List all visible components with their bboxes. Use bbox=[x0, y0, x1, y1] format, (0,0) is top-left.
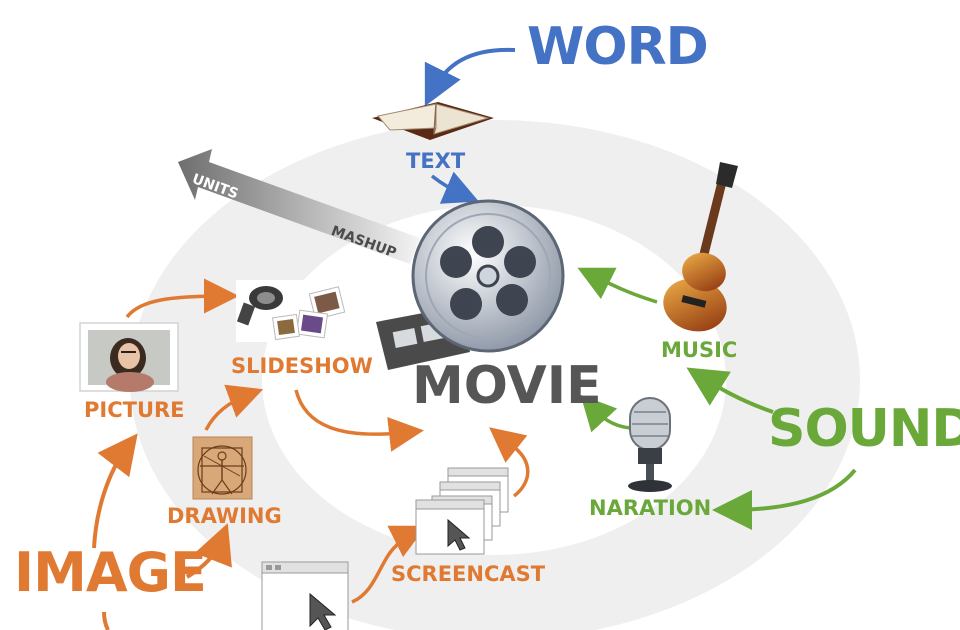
microphone-icon bbox=[628, 398, 672, 492]
screencast-node-label: SCREENCAST bbox=[391, 564, 545, 585]
picture-node-label: PICTURE bbox=[84, 400, 185, 421]
slideshow-photos-icon bbox=[236, 280, 345, 342]
drawing-node-label: DRAWING bbox=[167, 506, 282, 527]
portrait-photo-icon bbox=[80, 323, 178, 392]
music-node-label: MUSIC bbox=[661, 340, 737, 361]
sound-source-label: SOUND bbox=[768, 403, 960, 455]
word-source-label: WORD bbox=[527, 21, 708, 73]
film-reel-icon bbox=[376, 201, 563, 370]
slideshow-node-label: SLIDESHOW bbox=[231, 356, 373, 377]
image-source-label: IMAGE bbox=[14, 546, 206, 600]
text-node-label: TEXT bbox=[406, 151, 465, 172]
vitruvian-drawing-icon bbox=[193, 437, 252, 499]
movie-label: MOVIE bbox=[412, 360, 602, 412]
naration-node-label: NARATION bbox=[589, 498, 711, 519]
